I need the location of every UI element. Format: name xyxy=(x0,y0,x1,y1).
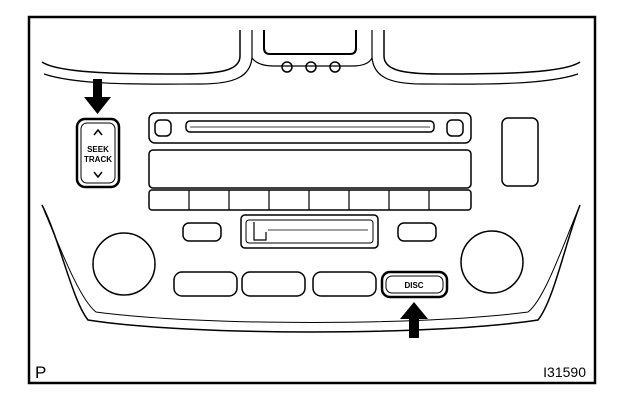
bottom-button-3[interactable] xyxy=(312,271,377,297)
cd-slot xyxy=(185,120,435,133)
lower-panel-outline xyxy=(41,204,581,333)
bottom-button-1[interactable] xyxy=(173,271,238,297)
display-panel xyxy=(148,149,472,189)
dash-curve-right xyxy=(383,30,581,75)
cassette-door[interactable] xyxy=(240,214,379,249)
arrow-down-icon xyxy=(84,79,111,114)
disc-label: DISC xyxy=(404,281,423,290)
left-small-button[interactable] xyxy=(182,222,222,242)
bottom-button-2[interactable] xyxy=(241,271,306,297)
cd-right-button[interactable] xyxy=(446,119,464,137)
cassette-eject-tab xyxy=(253,222,267,241)
cd-slot-frame xyxy=(148,112,472,144)
preset-strip xyxy=(148,189,472,211)
center-vent-body xyxy=(251,57,373,67)
dash-curve-left-inner xyxy=(43,30,253,85)
cassette-door-inner xyxy=(245,219,374,244)
caret-up-icon xyxy=(93,128,103,136)
right-small-button[interactable] xyxy=(397,222,437,242)
indicator-dot-3 xyxy=(329,61,341,73)
seek-track-button[interactable] xyxy=(75,117,121,189)
caret-down-icon xyxy=(93,171,103,179)
track-label: TRACK xyxy=(84,155,112,164)
dash-curve-left xyxy=(41,30,241,75)
indicator-dot-2 xyxy=(305,61,317,73)
seek-label: SEEK xyxy=(87,145,109,154)
center-vent xyxy=(263,30,357,55)
side-panel-button[interactable] xyxy=(501,117,539,187)
arrow-up-icon xyxy=(400,302,428,338)
disc-button[interactable] xyxy=(380,270,449,299)
cd-left-button[interactable] xyxy=(154,119,172,137)
lower-panel-inner xyxy=(43,209,579,323)
left-knob[interactable] xyxy=(92,232,156,296)
disc-button-inner xyxy=(385,275,444,294)
dash-curve-right-inner xyxy=(371,30,579,85)
right-knob[interactable] xyxy=(460,230,524,294)
figure-id: I31590 xyxy=(543,364,586,380)
figure-frame xyxy=(27,15,597,385)
corner-letter: P xyxy=(35,363,46,382)
seek-track-button-inner xyxy=(80,122,116,184)
indicator-dot-1 xyxy=(281,61,293,73)
